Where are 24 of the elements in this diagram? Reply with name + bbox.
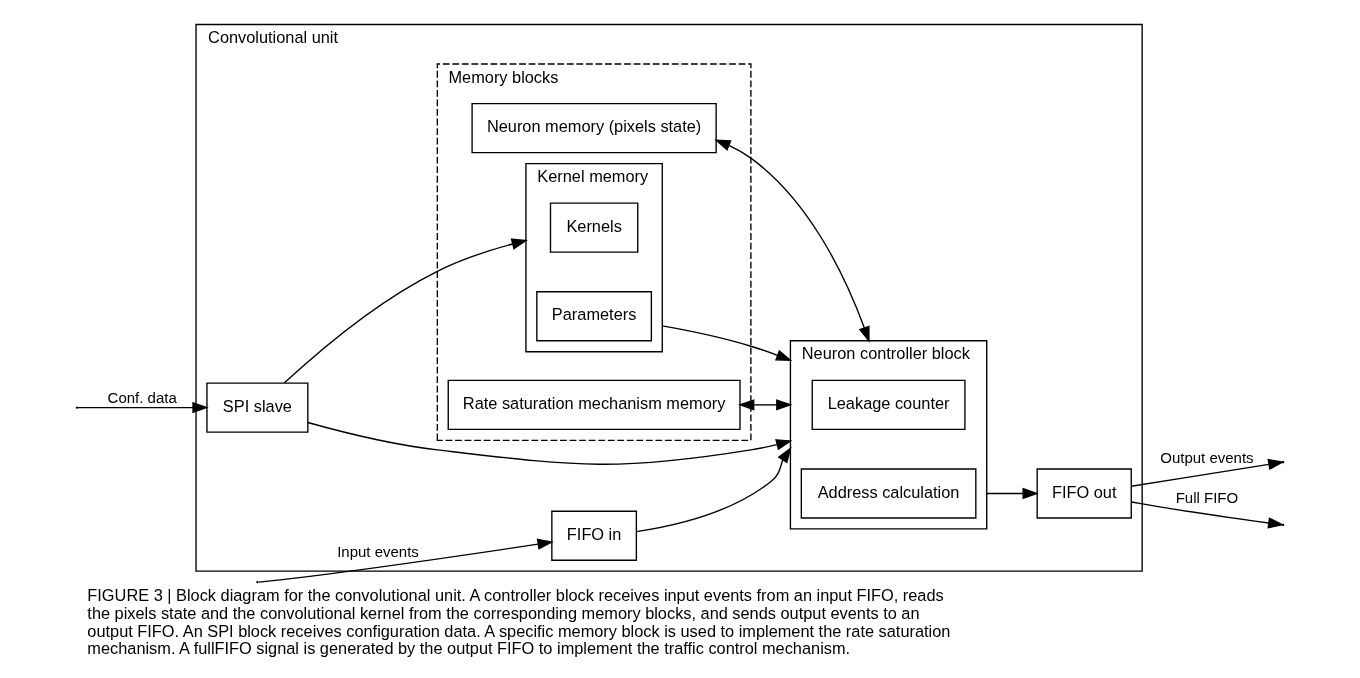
- arrow: [738, 399, 793, 411]
- edge-label: Output events: [1160, 449, 1254, 467]
- node-box: Address calculation: [800, 468, 977, 519]
- node-box: Neuron memory (pixels state): [471, 102, 717, 154]
- arrow: [76, 401, 209, 414]
- node-box: Kernels: [549, 202, 639, 253]
- node-box: Parameters: [536, 291, 653, 342]
- node-box: Rate saturation mechanism memory: [447, 379, 741, 431]
- arrow: [1130, 501, 1285, 529]
- edge-label: Full FIFO: [1175, 488, 1239, 506]
- node-box: FIFO in: [551, 510, 638, 561]
- arrow: [635, 446, 792, 533]
- arrow: [307, 421, 793, 465]
- arrow: [283, 238, 528, 384]
- arrow: [258, 538, 554, 583]
- arrow: [714, 139, 870, 343]
- node-box: Leakage counter: [811, 379, 966, 431]
- caption: FIGURE 3 | Block diagram for the convolutional unit. A controller block receives input events from an input FIFO, reads the pixels state and the convolutional kernel from the corresponding memory blocks, and sends output events to an output FIFO. An SPI block receives configuration data. A specific memory block is used to implement the rate saturation mechanism. A fullFIFO signal is generated by the output FIFO to implement the traffic control mechanism.: [87, 586, 951, 658]
- node-box: FIFO out: [1036, 468, 1132, 519]
- edge-label: Input events: [337, 543, 419, 561]
- edge-label: Conf. data: [107, 389, 177, 407]
- arrow: [986, 487, 1039, 500]
- arrow: [661, 325, 793, 361]
- node-box: SPI slave: [206, 382, 309, 433]
